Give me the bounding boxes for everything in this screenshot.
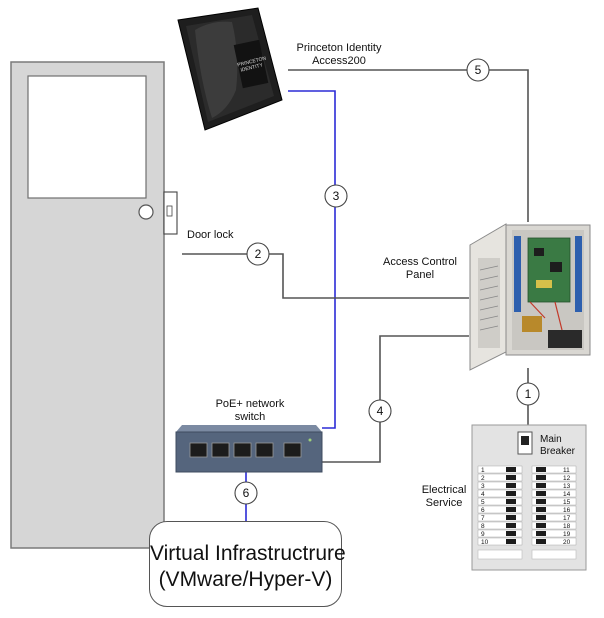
breaker-number-left: 9 [481,531,485,538]
electrical-label-line-1: Electrical [421,484,467,496]
breaker-number-right: 18 [563,523,571,530]
door-knob [138,204,154,220]
breaker-number-right: 12 [563,475,571,482]
access-panel-label-line-1: Access Control [383,256,457,268]
marker-4: 4 [368,399,392,423]
breaker-number-left: 7 [481,515,485,522]
breaker-row: 9 19 [477,529,577,538]
reader-label-line-2: Access200 [312,55,366,67]
breaker-number-right: 16 [563,507,571,514]
reader-label: Princeton Identity Access200 [279,42,399,68]
svg-text:5: 5 [475,63,482,77]
marker-2: 2 [246,242,270,266]
access-panel-label: Access Control Panel [372,256,468,282]
access-control-panel [469,223,591,371]
breaker-number-left: 8 [481,523,485,530]
wire-5 [288,69,529,222]
breaker-number-right: 15 [563,499,571,506]
breaker-row: 3 13 [477,481,577,490]
breaker-number-right: 11 [563,467,570,474]
breaker-number-left: 3 [481,483,485,490]
poe-switch [175,425,323,473]
breaker-number-right: 17 [563,515,571,522]
svg-text:IDENTITY: IDENTITY [240,62,264,73]
door-window [27,75,147,199]
marker-6: 6 [234,481,258,505]
svg-text:6: 6 [243,486,250,500]
breaker-number-left: 5 [481,499,485,506]
virtual-infrastructure-box: Virtual Infrastructrure (VMware/Hyper-V) [149,521,346,607]
connection-markers: 5 3 2 4 1 6 [234,58,540,505]
breaker-number-left: 10 [481,539,489,546]
breaker-row: 5 15 [477,497,577,506]
breaker-number-left: 4 [481,491,485,498]
svg-text:4: 4 [377,404,384,418]
svg-text:3: 3 [333,189,340,203]
main-breaker-label: Main Breaker [540,434,575,458]
breaker-number-left: 1 [481,467,485,474]
breaker-row: 10 20 [477,537,577,546]
breaker-row: 6 16 [477,505,577,514]
svg-text:1: 1 [525,387,532,401]
door-lock-label: Door lock [187,229,234,241]
door [10,61,178,549]
breaker-number-right: 14 [563,491,571,498]
poe-switch-label-line-2: switch [234,411,266,423]
marker-3: 3 [324,184,348,208]
wire-4 [322,335,469,463]
access-panel-label-line-2: Panel [405,269,435,281]
poe-switch-label-line-1: PoE+ network [215,398,285,410]
wire-2 [182,253,469,299]
electrical-label-line-2: Service [425,497,463,509]
svg-text:2: 2 [255,247,262,261]
main-breaker-label-line-2: Breaker [540,446,576,457]
poe-switch-label: PoE+ network switch [195,398,305,424]
breaker-row: 4 14 [477,489,577,498]
virtual-infra-subtitle: (VMware/Hyper-V) [158,568,333,591]
breaker-row: 2 12 [477,473,577,482]
reader-label-line-1: Princeton Identity [296,42,382,54]
breaker-row: 7 17 [477,513,577,522]
breaker-number-right: 19 [563,531,571,538]
breaker-number-right: 13 [563,483,571,490]
breaker-row: 8 18 [477,521,577,530]
wire-3 [288,90,336,429]
breaker-number-left: 2 [481,475,485,482]
main-breaker-label-line-1: Main [540,434,562,445]
marker-5: 5 [466,58,490,82]
electrical-label: Electrical Service [414,484,474,510]
virtual-infra-title: Virtual Infrastructrure [150,542,346,565]
marker-1: 1 [516,382,540,406]
breaker-number-left: 6 [481,507,485,514]
iris-reader [177,7,283,131]
breaker-number-right: 20 [563,539,571,546]
